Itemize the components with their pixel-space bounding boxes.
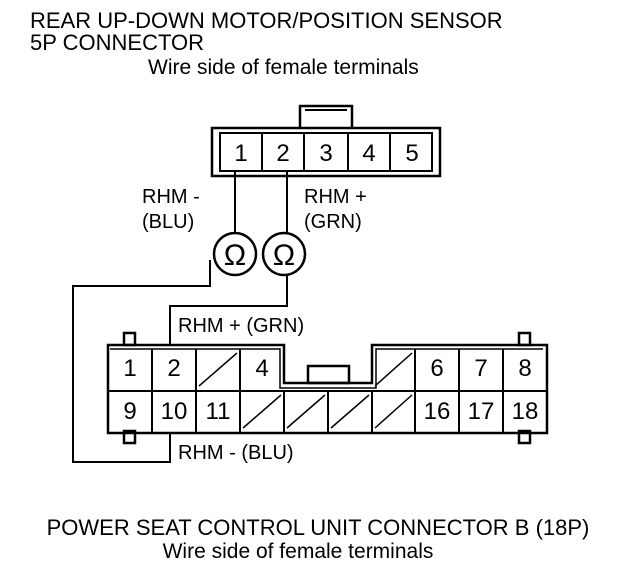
wire-label-rhm-plus: RHM +: [304, 186, 367, 208]
control-unit-connector-subtitle: Wire side of female terminals: [163, 540, 434, 563]
empty-cell-mark: [242, 394, 282, 429]
connector-outer-shell: [106, 343, 549, 435]
mounting-tab: [517, 331, 532, 347]
sensor-terminal-3: 3: [319, 140, 332, 167]
sensor-connector-title-line1: REAR UP-DOWN MOTOR/POSITION SENSOR: [30, 8, 503, 33]
sensor-terminal-2: 2: [276, 140, 289, 167]
control-unit-18p-connector: [106, 331, 549, 445]
ohmmeter-probe-left: Ω: [212, 231, 258, 277]
wire-label-blu: (BLU): [142, 211, 194, 233]
mounting-tab: [517, 429, 532, 445]
mounting-tab: [122, 331, 137, 347]
sensor-terminal-5: 5: [405, 140, 418, 167]
wire-label-grn: (GRN): [304, 211, 362, 233]
connector-body: [210, 126, 442, 178]
connector-latch: [306, 364, 351, 385]
wire-grn-to-terminal-2: [169, 274, 288, 345]
unit-terminal-17: 17: [468, 398, 495, 425]
sensor-terminal-1: 1: [234, 140, 247, 167]
connector-inner-edge: [110, 348, 543, 389]
empty-cell-mark: [330, 394, 370, 429]
unit-terminal-7: 7: [474, 355, 487, 382]
empty-cell-mark: [198, 352, 238, 387]
empty-cell-mark: [374, 394, 413, 429]
empty-cell-mark: [374, 352, 413, 387]
wire-label-rhm-minus-blu: RHM - (BLU): [178, 442, 294, 464]
unit-terminal-16: 16: [424, 398, 451, 425]
sensor-5p-connector: [210, 104, 442, 178]
unit-terminal-8: 8: [518, 355, 531, 382]
connector-latch: [298, 104, 354, 128]
sensor-terminal-4: 4: [362, 140, 375, 167]
wire-blu-to-terminal-10: [72, 260, 211, 463]
wire-label-rhm-plus-grn: RHM + (GRN): [178, 315, 304, 337]
ohmmeter-probe-right: Ω: [261, 231, 307, 277]
unit-terminal-11: 11: [206, 398, 231, 425]
sensor-connector-subtitle: Wire side of female terminals: [148, 56, 419, 79]
mounting-tab: [122, 429, 137, 445]
sensor-connector-title-line2: 5P CONNECTOR: [30, 30, 204, 55]
unit-terminal-6: 6: [430, 355, 443, 382]
empty-cell-mark: [286, 394, 326, 429]
unit-terminal-9: 9: [123, 398, 136, 425]
unit-terminal-1: 1: [123, 355, 136, 382]
wire-label-rhm-minus: RHM -: [142, 186, 200, 208]
unit-terminal-4: 4: [255, 355, 268, 382]
ohm-symbol-icon: Ω: [224, 239, 246, 272]
connector-terminal-frame: [219, 132, 433, 172]
control-unit-connector-title: POWER SEAT CONTROL UNIT CONNECTOR B (18P…: [47, 515, 590, 540]
unit-terminal-2: 2: [167, 355, 180, 382]
ohm-symbol-icon: Ω: [273, 239, 295, 272]
unit-terminal-10: 10: [161, 398, 188, 425]
unit-terminal-18: 18: [512, 398, 539, 425]
